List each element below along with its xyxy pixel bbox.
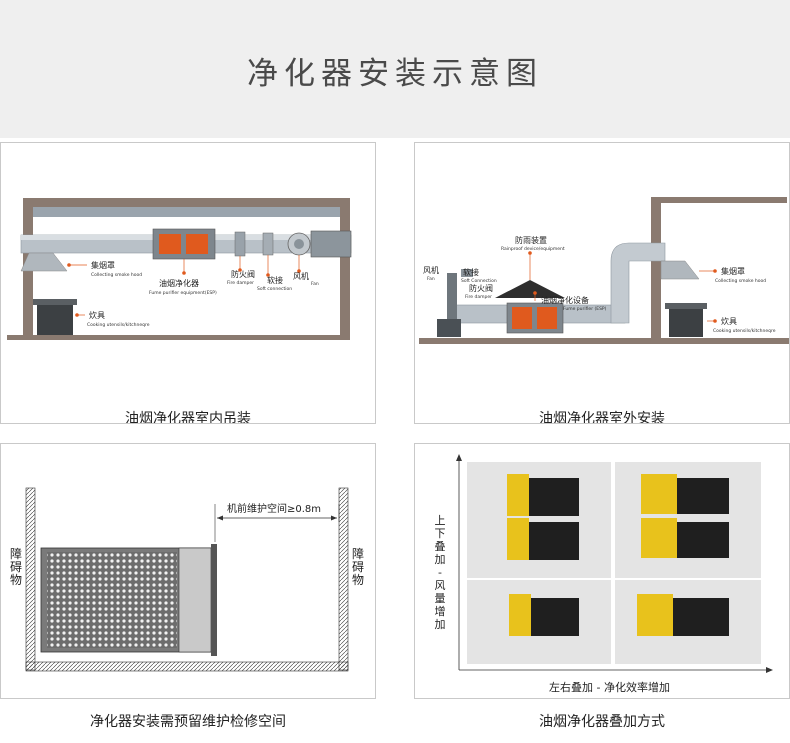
outdoor-hood-en: Collecting smoke hood — [715, 278, 766, 284]
indoor-install-diagram: 集烟罩 Collecting smoke hood 油烟净化器 Fume pur… — [7, 198, 352, 340]
indoor-stove-en: Cooking utensils/kitchneqre — [87, 322, 150, 328]
outdoor-rain-en: Rainproof device/equipment — [501, 246, 565, 252]
indoor-esp-en: Fume purifier equipment(ESP) — [149, 290, 217, 296]
outdoor-caption: 油烟净化器室外安装 — [539, 411, 665, 424]
indoor-stove-label: 炊具 — [89, 310, 105, 320]
y-axis-label: 上下叠加 - 风量增加 — [434, 514, 446, 631]
panel-outdoor-install: 防雨装置 Rainproof device/equipment 风机 Fan 软… — [414, 142, 790, 424]
outdoor-damper-label: 防火阀 — [469, 283, 493, 293]
indoor-hood-label: 集烟罩 — [91, 260, 115, 270]
outdoor-rain-label: 防雨装置 — [515, 235, 547, 245]
outdoor-soft-label: 软接 — [463, 267, 479, 277]
stacking-caption: 油烟净化器叠加方式 — [539, 714, 665, 730]
maintenance-space-note: 机前维护空间≥0.8m — [227, 502, 321, 515]
outdoor-damper-en: Fire damper — [465, 294, 492, 300]
outdoor-esp-en: Fume purifier (ESP) — [563, 306, 607, 312]
maintenance-caption-visible: 净化器安装需预留维护检修空间 — [90, 714, 286, 730]
outdoor-fan-en: Fan — [427, 276, 435, 282]
panel-stacking: 左右叠加 - 净化效率增加 上下叠加 - 风量增加 — [414, 443, 790, 699]
indoor-soft-label: 软接 — [267, 275, 283, 285]
outdoor-soft-en: Soft Connection — [461, 278, 497, 284]
page-title: 净化器安装示意图 — [247, 56, 543, 92]
indoor-damper-en: Fire damper — [227, 280, 254, 286]
indoor-hood-en: Collecting smoke hood — [91, 272, 142, 278]
outdoor-fan-label: 风机 — [423, 265, 439, 275]
stack-single — [509, 594, 579, 636]
stacking-diagram: 左右叠加 - 净化效率增加 — [456, 454, 773, 694]
obstacle-left-label: 障碍物 — [9, 547, 22, 587]
indoor-caption: 油烟净化器室内吊装 — [125, 411, 251, 424]
panel-indoor-install: 集烟罩 Collecting smoke hood 油烟净化器 Fume pur… — [0, 142, 376, 424]
outdoor-stove-label: 炊具 — [721, 316, 737, 326]
x-axis-label: 左右叠加 - 净化效率增加 — [549, 680, 670, 694]
outdoor-install-diagram: 防雨装置 Rainproof device/equipment 风机 Fan 软… — [419, 197, 789, 344]
indoor-damper-label: 防火阀 — [231, 269, 255, 279]
indoor-esp-label: 油烟净化器 — [159, 278, 199, 288]
stack-double-vertical — [507, 474, 579, 560]
maintenance-diagram: 机前维护空间≥0.8m — [25, 487, 349, 672]
page-header: 净化器安装示意图 — [0, 0, 790, 138]
outdoor-esp-label: 油烟净化设备 — [541, 295, 589, 305]
obstacle-right-label: 障碍物 — [351, 547, 364, 587]
indoor-fan-en: Fan — [311, 281, 319, 287]
stack-quad — [641, 474, 729, 558]
stack-double-horizontal — [637, 594, 729, 636]
outdoor-hood-label: 集烟罩 — [721, 266, 745, 276]
indoor-soft-en: Soft connection — [257, 286, 292, 292]
panel-maintenance-space: 机前维护空间≥0.8m 障碍物 障碍物 净化器安装需预留维护检修空间 — [0, 443, 376, 699]
outdoor-stove-en: Cooking utensils/kitchneqre — [713, 328, 776, 334]
indoor-fan-label: 风机 — [293, 271, 309, 281]
